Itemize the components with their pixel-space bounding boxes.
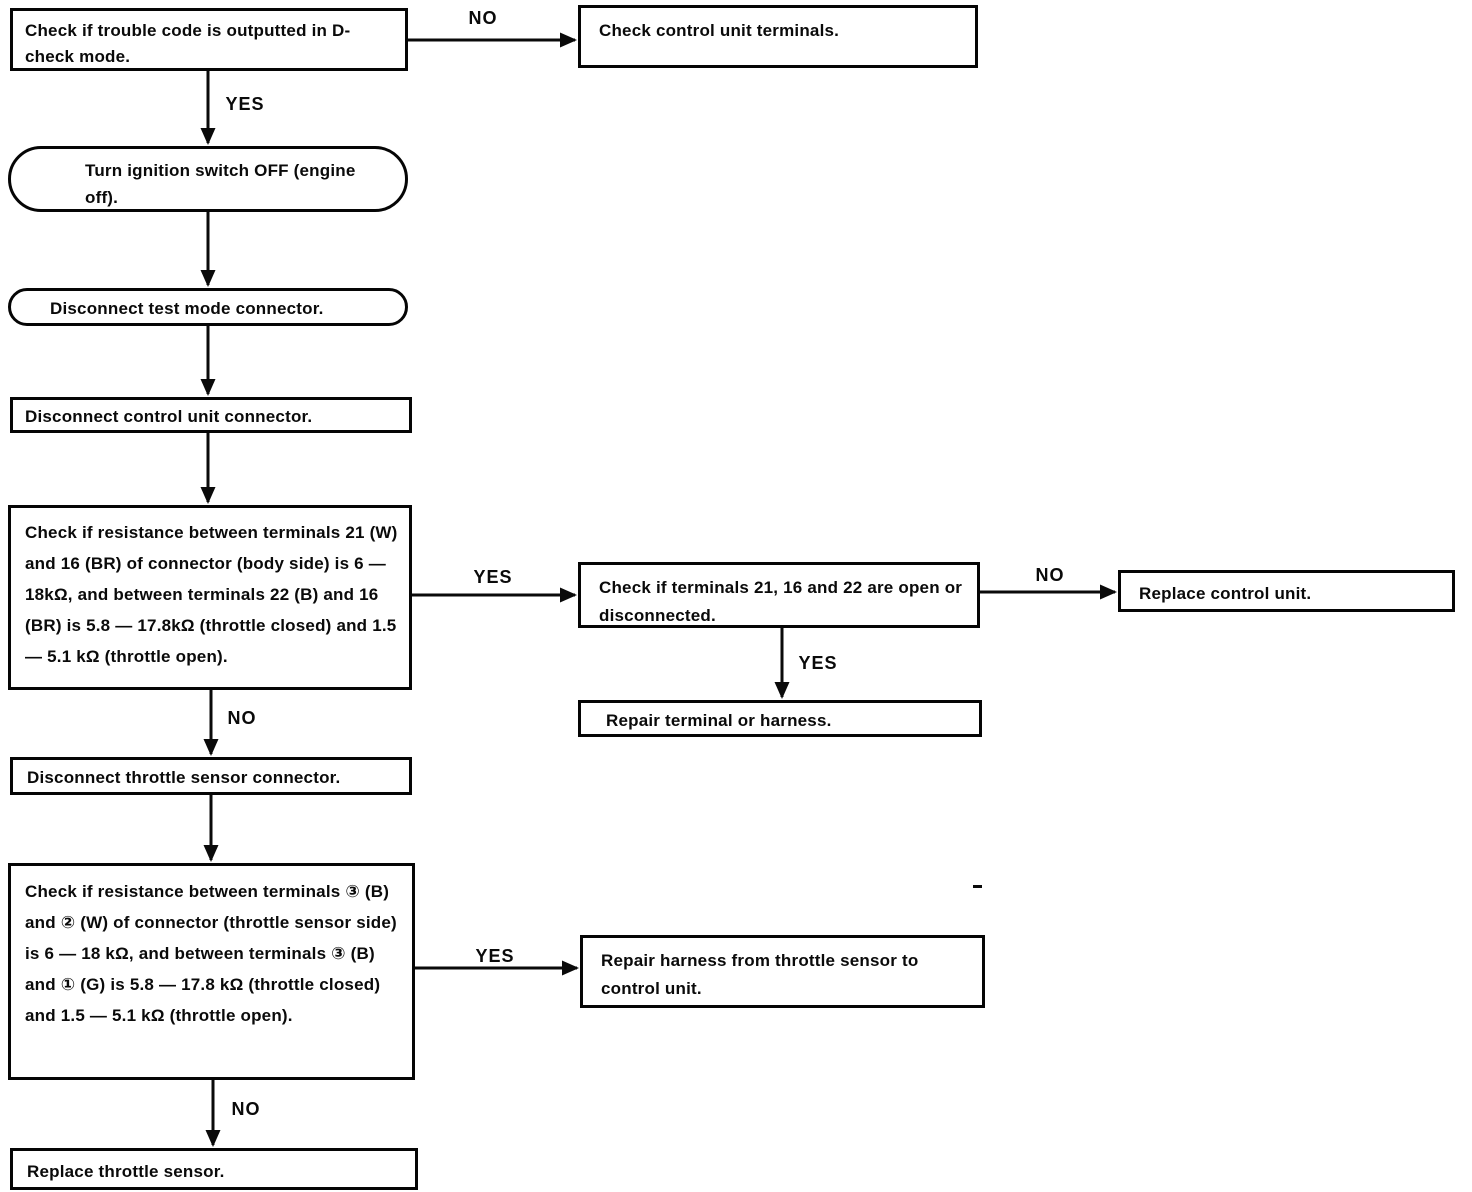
node-replace-control-unit: Replace control unit. bbox=[1118, 570, 1455, 612]
edge-label-no-terminals-open: NO bbox=[1035, 565, 1065, 585]
node-replace-throttle-sensor: Replace throttle sensor. bbox=[10, 1148, 418, 1190]
node-repair-terminal-harness: Repair terminal or harness. bbox=[578, 700, 982, 737]
edge-label-yes-resistance-body: YES bbox=[473, 567, 513, 587]
stray-dash-mark bbox=[973, 885, 982, 888]
edge-label-no-resistance-sensor: NO bbox=[231, 1099, 261, 1119]
node-check-resistance-sensor-side: Check if resistance between terminals ③ … bbox=[8, 863, 415, 1080]
node-repair-harness-throttle: Repair harness from throttle sensor to c… bbox=[580, 935, 985, 1008]
node-disconnect-control-unit: Disconnect control unit connector. bbox=[10, 397, 412, 433]
node-check-resistance-body-side: Check if resistance between terminals 21… bbox=[8, 505, 412, 690]
node-turn-ignition-off: Turn ignition switch OFF (engine off). bbox=[8, 146, 408, 212]
node-check-trouble-code: Check if trouble code is outputted in D-… bbox=[10, 8, 408, 71]
node-check-terminals-open: Check if terminals 21, 16 and 22 are ope… bbox=[578, 562, 980, 628]
edge-label-yes-terminals-open: YES bbox=[798, 653, 838, 673]
edge-label-no-trouble-code: NO bbox=[468, 8, 498, 28]
edge-label-yes-resistance-sensor: YES bbox=[475, 946, 515, 966]
edge-label-yes-trouble-code: YES bbox=[225, 94, 265, 114]
node-disconnect-test-mode: Disconnect test mode connector. bbox=[8, 288, 408, 326]
node-disconnect-throttle-sensor: Disconnect throttle sensor connector. bbox=[10, 757, 412, 795]
node-check-control-unit-terminals: Check control unit terminals. bbox=[578, 5, 978, 68]
edge-label-no-resistance-body: NO bbox=[227, 708, 257, 728]
